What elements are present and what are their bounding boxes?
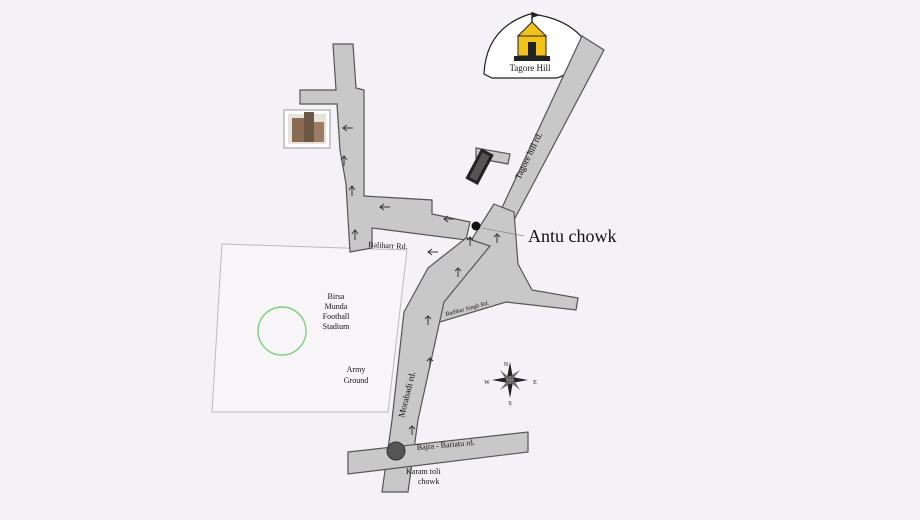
antu-chowk-label: Antu chowk <box>528 226 617 246</box>
signboard-icon <box>465 148 494 185</box>
karam-toli-chowk-marker <box>386 441 406 461</box>
baliharr-rd-label: Baliharr Rd. <box>368 240 408 251</box>
compass-west: W <box>484 380 490 386</box>
tagore-hill-label: Tagore Hill <box>509 63 551 73</box>
direction-arrows <box>340 124 501 435</box>
antu-chowk-marker <box>471 221 481 231</box>
karam-toli-chowk-label-2: chowk <box>418 477 439 486</box>
karam-toli-chowk-label-1: Karam toli <box>406 467 441 476</box>
compass-east: E <box>533 380 537 386</box>
stadium-ring <box>257 306 307 356</box>
birsa-stadium-label-1: Birsa <box>328 292 345 301</box>
compass-rose-icon: N S W E <box>484 362 537 407</box>
compass-south: S <box>508 401 511 407</box>
compass-north: N <box>504 362 509 368</box>
building-icon <box>283 109 331 149</box>
army-ground-label-1: Army <box>347 365 366 374</box>
birsa-stadium-label-2: Munda <box>325 302 348 311</box>
temple-icon <box>514 12 550 61</box>
antu-chowk-pointer <box>481 227 525 237</box>
army-ground-area <box>211 243 408 413</box>
birsa-stadium-label-3: Football <box>323 312 350 321</box>
army-ground-label-2: Ground <box>344 376 368 385</box>
birsa-stadium-label-4: Stadium <box>323 322 350 331</box>
